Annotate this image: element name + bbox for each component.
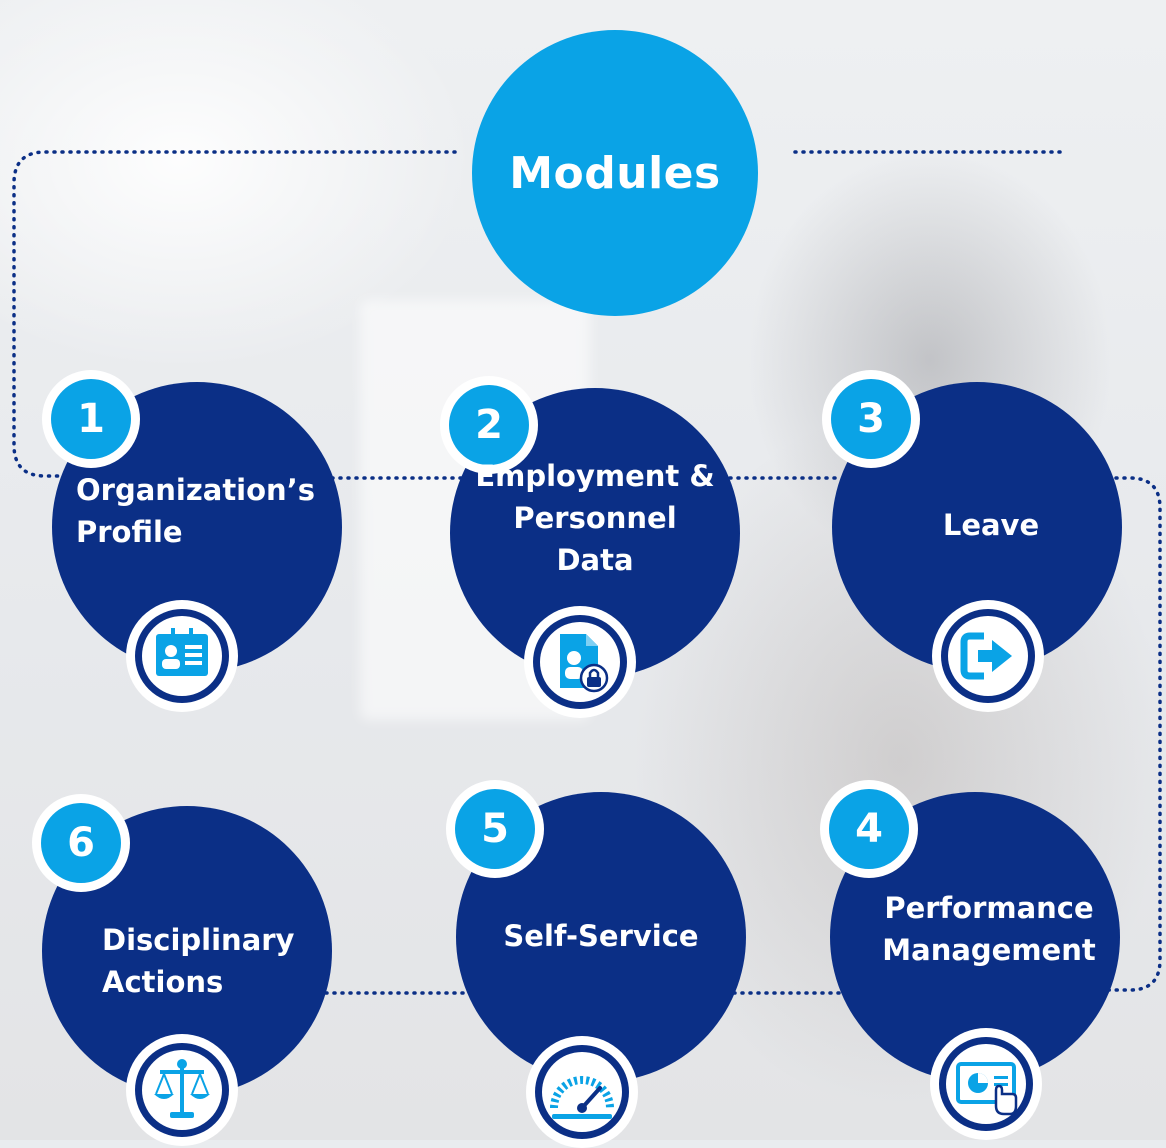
module-label: Disciplinary Actions — [102, 923, 295, 999]
module-organization-profile[interactable]: 1 Organization’s Profile — [42, 370, 342, 712]
module-number-badge: 5 — [446, 780, 544, 878]
exit-arrow-icon — [932, 600, 1044, 712]
module-label: Self-Service — [503, 919, 699, 953]
modules-hub: Modules — [472, 30, 758, 316]
module-employment-personnel-data[interactable]: 2 Employment & Personnel Data — [440, 376, 740, 718]
presentation-touch-icon — [930, 1028, 1042, 1140]
module-number-badge: 4 — [820, 780, 918, 878]
module-number-badge: 2 — [440, 376, 538, 474]
id-card-icon — [126, 600, 238, 712]
module-self-service[interactable]: 5 Self-Service — [446, 780, 746, 1148]
module-disciplinary-actions[interactable]: 6 Disciplinary Actions — [32, 794, 332, 1146]
hub-title: Modules — [509, 147, 721, 199]
module-leave[interactable]: 3 Leave — [822, 370, 1122, 712]
module-number-badge: 3 — [822, 370, 920, 468]
connector-right — [1098, 476, 1162, 992]
scales-icon — [126, 1034, 238, 1146]
module-label: Employment & Personnel Data — [475, 459, 715, 577]
speedometer-icon — [526, 1036, 638, 1148]
module-number-badge: 6 — [32, 794, 130, 892]
module-performance-management[interactable]: 4 Performance Management — [820, 780, 1120, 1140]
module-label: Leave — [942, 508, 1040, 542]
secure-document-icon — [524, 606, 636, 718]
connector-top-left — [12, 150, 457, 478]
module-label: Organization’s Profile — [76, 473, 315, 549]
module-number-badge: 1 — [42, 370, 140, 468]
module-label: Performance Management — [882, 891, 1096, 967]
